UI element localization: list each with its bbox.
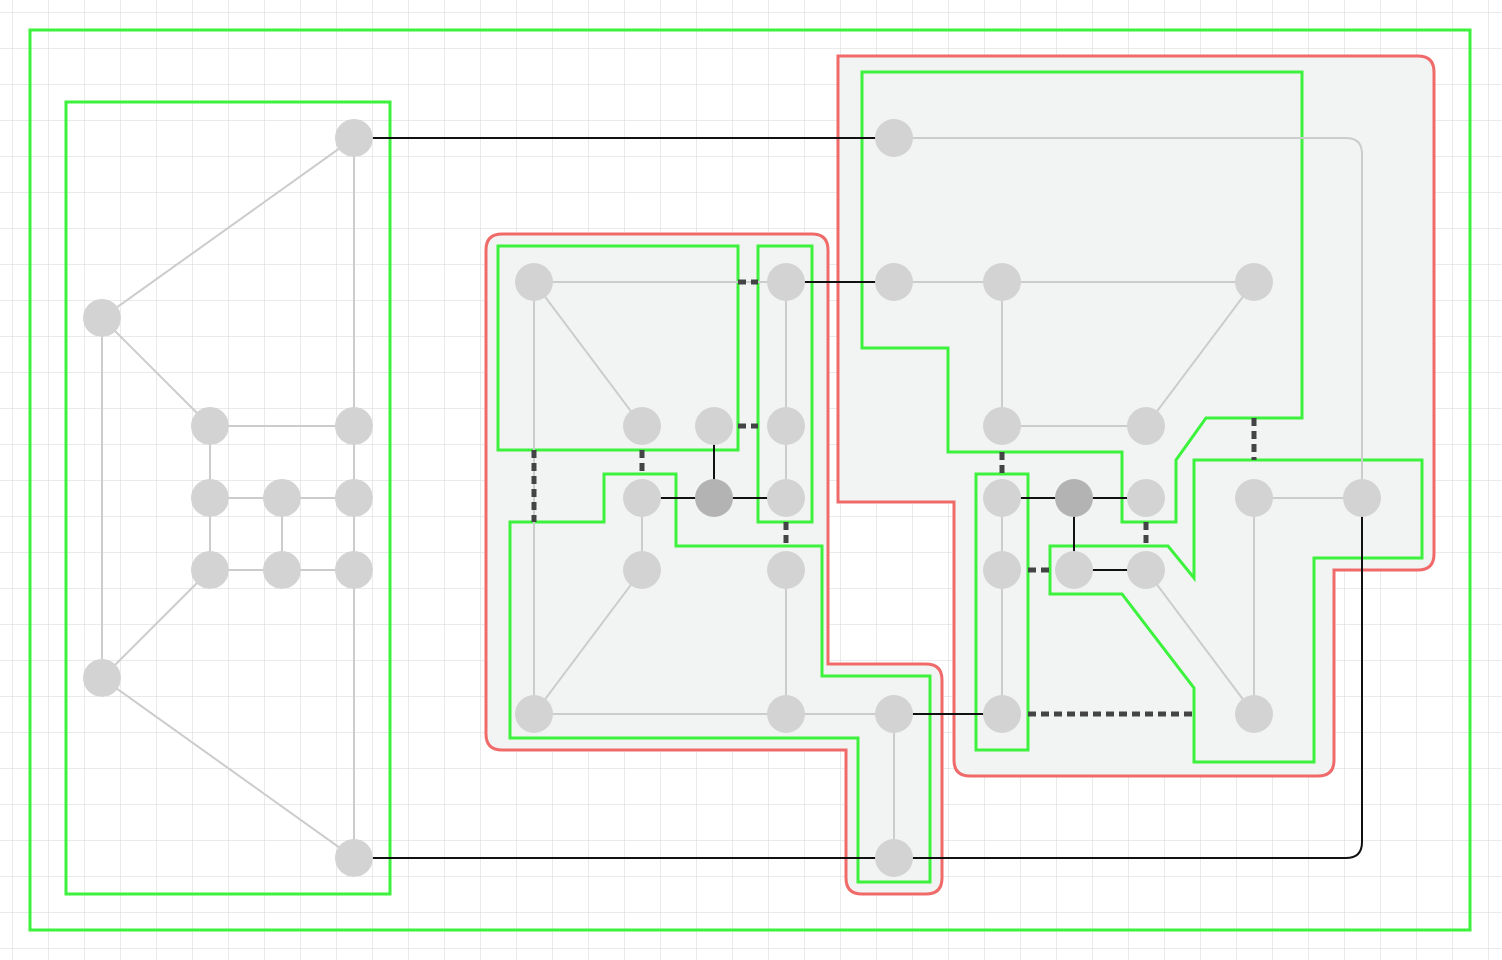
node[interactable] — [623, 407, 661, 445]
node[interactable] — [983, 263, 1021, 301]
node[interactable] — [263, 479, 301, 517]
node[interactable] — [335, 551, 373, 589]
node[interactable] — [767, 551, 805, 589]
node[interactable] — [335, 407, 373, 445]
node[interactable] — [1235, 479, 1273, 517]
node[interactable] — [1127, 479, 1165, 517]
node[interactable] — [875, 695, 913, 733]
node[interactable] — [1127, 551, 1165, 589]
group-right-column — [974, 472, 1030, 752]
node[interactable] — [767, 695, 805, 733]
node[interactable] — [695, 407, 733, 445]
node[interactable] — [983, 695, 1021, 733]
node[interactable] — [263, 551, 301, 589]
node[interactable] — [191, 479, 229, 517]
node[interactable] — [515, 263, 553, 301]
group-right-top — [860, 70, 1304, 524]
node[interactable] — [335, 479, 373, 517]
node[interactable] — [983, 479, 1021, 517]
node[interactable] — [335, 119, 373, 157]
node[interactable] — [875, 839, 913, 877]
cluster-middle-outline — [484, 232, 944, 896]
node-dark[interactable] — [695, 479, 733, 517]
light-edges — [101, 137, 1363, 859]
left-group-outline — [64, 100, 392, 896]
node[interactable] — [767, 263, 805, 301]
node[interactable] — [983, 551, 1021, 589]
group-right-lower — [1048, 458, 1424, 764]
node[interactable] — [983, 407, 1021, 445]
node[interactable] — [515, 695, 553, 733]
node[interactable] — [767, 407, 805, 445]
node[interactable] — [1127, 407, 1165, 445]
node[interactable] — [623, 551, 661, 589]
node[interactable] — [1343, 479, 1381, 517]
node[interactable] — [335, 839, 373, 877]
node[interactable] — [1235, 695, 1273, 733]
group-mid-lower — [508, 472, 932, 884]
node[interactable] — [83, 659, 121, 697]
node[interactable] — [191, 407, 229, 445]
node[interactable] — [1235, 263, 1273, 301]
node[interactable] — [875, 119, 913, 157]
node[interactable] — [623, 479, 661, 517]
node[interactable] — [83, 299, 121, 337]
node[interactable] — [875, 263, 913, 301]
node[interactable] — [767, 479, 805, 517]
nodes — [83, 119, 1381, 877]
node[interactable] — [191, 551, 229, 589]
outer-group-outline — [28, 28, 1472, 932]
dashed-edges — [531, 279, 1257, 717]
node[interactable] — [1055, 551, 1093, 589]
node-dark[interactable] — [1055, 479, 1093, 517]
group-mid-topleft — [496, 244, 740, 452]
